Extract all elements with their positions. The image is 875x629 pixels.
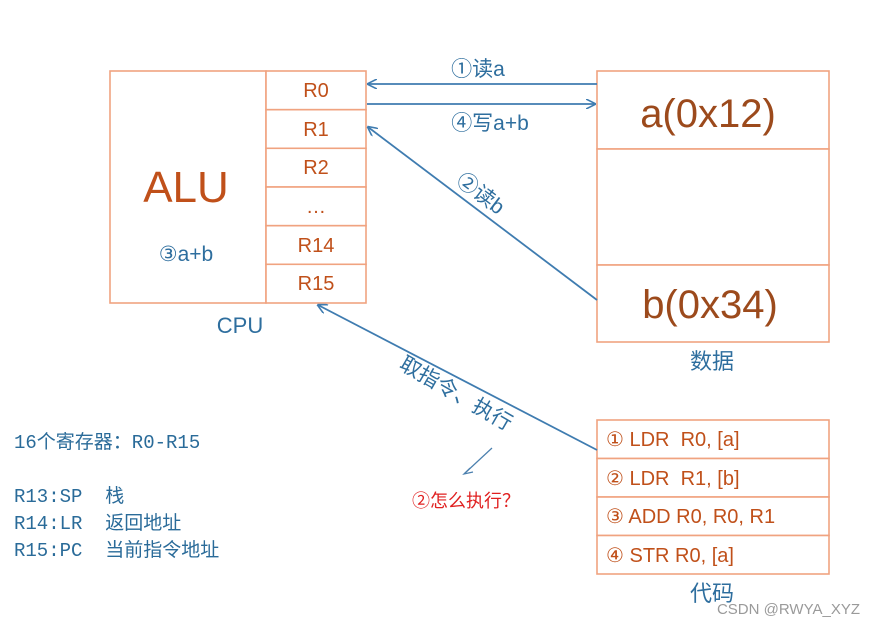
data-caption: 数据 [690,349,734,374]
register-r14-label: R14 [298,235,335,257]
notes-line-lr: R14:LR 返回地址 [14,512,181,535]
data-cell-b-box [596,264,830,343]
code-memory: ① LDR R0, [a] ② LDR R1, [b] ③ ADD R0, R0… [596,419,830,606]
code-line-3: ③ ADD R0, R0, R1 [606,506,775,528]
code-line-2: ② LDR R1, [b] [606,468,740,490]
data-cell-empty-box [596,148,830,266]
cpu-caption: CPU [217,313,263,338]
code-caption: 代码 [690,581,734,606]
code-line-4: ④ STR R0, [a] [606,545,734,567]
watermark: CSDN @RWYA_XYZ [717,601,860,618]
notes-line-pc: R15:PC 当前指令地址 [14,539,219,562]
code-line-3-box [596,496,830,537]
data-cell-a-label: a(0x12) [640,92,776,136]
alu-label: ALU [143,163,229,212]
register-r2-label: R2 [303,157,329,179]
question-pointer-head [462,467,474,476]
alu-operation-label: ③a+b [159,243,213,266]
fetch-execute-label: 取指令、执行 [396,352,517,435]
read-b-arrow [368,127,598,301]
register-r14-box [265,224,367,266]
register-r1-label: R1 [303,119,329,141]
notes-line-sp: R13:SP 栈 [14,485,124,508]
data-memory: a(0x12) b(0x34) 数据 [596,70,830,374]
register-r15-box [265,263,367,304]
question-text: ②怎么执行？ [412,491,520,511]
code-line-1: ① LDR R0, [a] [606,429,740,451]
data-cell-b-label: b(0x34) [642,283,778,327]
alu-box [109,70,267,304]
register-r0-box [265,70,367,111]
code-line-2-box [596,457,830,498]
code-line-4-box [596,534,830,575]
write-ab-label: ④写a+b [451,112,529,135]
fetch-execute-arrow [318,305,598,451]
register-notes: 16个寄存器：R0-R15 R13:SP 栈 R14:LR 返回地址 R15:P… [14,431,219,562]
notes-heading: 16个寄存器：R0-R15 [14,431,200,454]
register-file: R0 R1 R2 … R14 R15 [265,70,367,304]
cpu-block: ALU ③a+b R0 R1 R2 … R14 R15 CPU [109,70,367,338]
register-r2-box [265,147,367,188]
data-cell-a-box [596,70,830,150]
register-r15-label: R15 [298,273,335,295]
register-r0-label: R0 [303,80,329,102]
code-line-1-box [596,419,830,460]
read-a-label: ①读a [451,58,505,81]
register-ellipsis-label: … [306,196,326,218]
